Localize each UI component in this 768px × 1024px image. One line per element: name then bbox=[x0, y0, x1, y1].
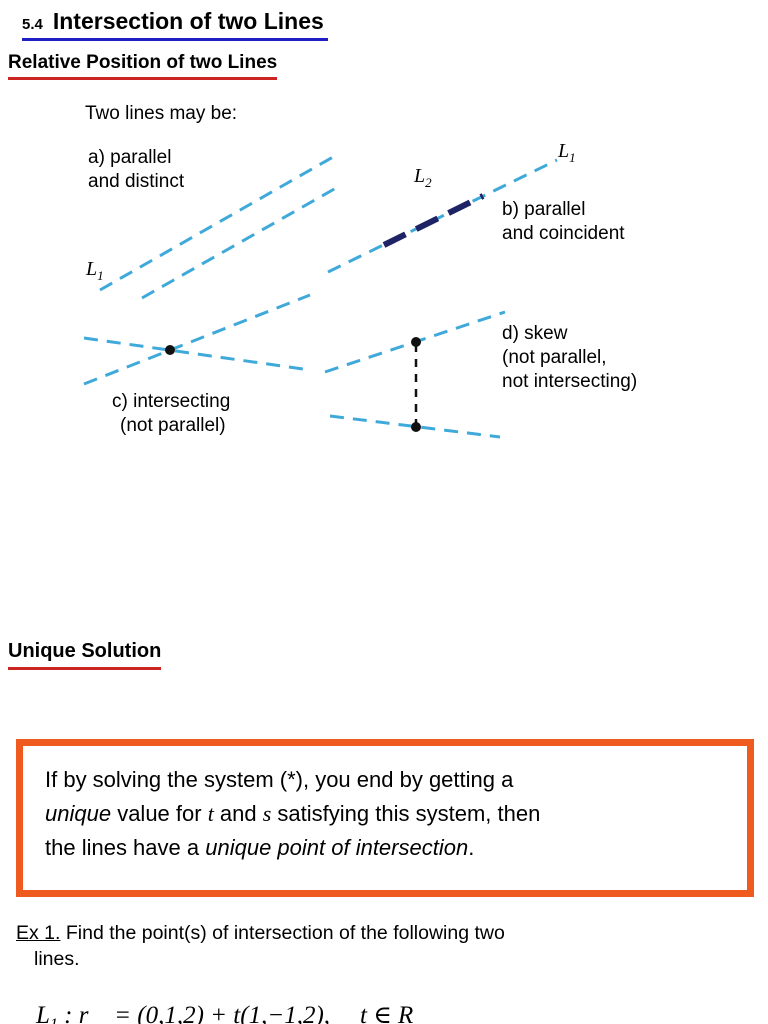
equation-l-base: L bbox=[36, 1002, 50, 1024]
case-a-label: a) parallel and distinct bbox=[88, 146, 184, 194]
equation-domain-condition: t ∈ R bbox=[360, 1002, 414, 1024]
case-c-label-line2: (not parallel) bbox=[120, 415, 226, 436]
callout-line2-text2: and bbox=[213, 801, 263, 826]
line-label-l1-case-a: L1 bbox=[86, 258, 104, 284]
line-label-l2-case-b: L2 bbox=[414, 165, 432, 191]
intersecting-line-1 bbox=[83, 293, 311, 386]
callout-line3: the lines have a unique point of interse… bbox=[45, 831, 725, 865]
l1-subscript: 1 bbox=[97, 268, 104, 283]
callout-line2-text1: value for bbox=[111, 801, 208, 826]
variable-t: t bbox=[207, 801, 214, 826]
callout-emphasis-unique: unique bbox=[45, 801, 112, 826]
line-label-l1-case-b: L1 bbox=[558, 140, 576, 166]
coincident-line-light bbox=[327, 158, 558, 274]
l2-base: L bbox=[414, 165, 426, 187]
unique-solution-heading: Unique Solution bbox=[8, 640, 162, 670]
coincident-line-dark bbox=[382, 193, 485, 248]
parallel-distinct-line-2 bbox=[141, 186, 337, 300]
callout-line2-text3: satisfying this system, then bbox=[271, 801, 541, 826]
l1-base: L bbox=[86, 258, 98, 280]
variable-s: s bbox=[262, 801, 272, 826]
callout-line3-text2: . bbox=[468, 835, 475, 860]
example-1-line1: Ex 1. Find the point(s) of intersection … bbox=[16, 920, 505, 946]
callout-line3-text1: the lines have a bbox=[45, 835, 206, 860]
skew-top-dot bbox=[411, 337, 421, 347]
unique-solution-callout-box: If by solving the system (*), you end by… bbox=[16, 739, 754, 897]
equation-body: : r⃗ = (0,1,2) + t(1,−1,2), bbox=[57, 1002, 331, 1024]
example-1-sentence: Find the point(s) of intersection of the… bbox=[60, 922, 505, 944]
case-a-label-line1: a) parallel bbox=[88, 147, 172, 168]
case-a-label-line2: and distinct bbox=[88, 171, 185, 192]
case-d-label-line1: d) skew bbox=[502, 323, 568, 344]
equation-l-subscript: 1 bbox=[50, 1016, 58, 1024]
example-1: Ex 1. Find the point(s) of intersection … bbox=[16, 920, 505, 972]
page-title-text: Intersection of two Lines bbox=[52, 8, 324, 34]
case-c-label: c) intersecting (not parallel) bbox=[112, 390, 230, 438]
l1b-subscript: 1 bbox=[569, 150, 576, 165]
callout-emphasis-intersection: unique point of intersection bbox=[205, 835, 469, 860]
case-d-label-line3: not intersecting) bbox=[502, 371, 638, 392]
callout-line1: If by solving the system (*), you end by… bbox=[45, 767, 514, 792]
example-1-label: Ex 1. bbox=[16, 922, 61, 944]
section-number: 5.4 bbox=[22, 16, 43, 33]
skew-line-2 bbox=[329, 414, 501, 439]
intersecting-line-2 bbox=[83, 336, 311, 372]
skew-bottom-dot bbox=[411, 422, 421, 432]
subtitle-relative-position: Relative Position of two Lines bbox=[8, 52, 278, 80]
intro-text: Two lines may be: bbox=[85, 103, 238, 124]
page-title: 5.4 Intersection of two Lines bbox=[22, 8, 328, 41]
l2-subscript: 2 bbox=[425, 175, 432, 190]
case-b-label-line2: and coincident bbox=[502, 223, 625, 244]
case-b-label: b) parallel and coincident bbox=[502, 198, 625, 246]
example-1-equation: L1 : r⃗ = (0,1,2) + t(1,−1,2), t ∈ R bbox=[36, 1000, 413, 1024]
case-d-label: d) skew (not parallel, not intersecting) bbox=[502, 322, 637, 394]
callout-line2: unique value for t and s satisfying this… bbox=[45, 797, 725, 831]
case-b-label-line1: b) parallel bbox=[502, 199, 586, 220]
case-c-label-line1: c) intersecting bbox=[112, 391, 231, 412]
l1b-base: L bbox=[558, 140, 570, 162]
relative-position-diagram bbox=[83, 155, 558, 439]
intersection-point-dot bbox=[165, 345, 175, 355]
example-1-line2: lines. bbox=[34, 948, 80, 970]
case-d-label-line2: (not parallel, bbox=[502, 347, 607, 368]
